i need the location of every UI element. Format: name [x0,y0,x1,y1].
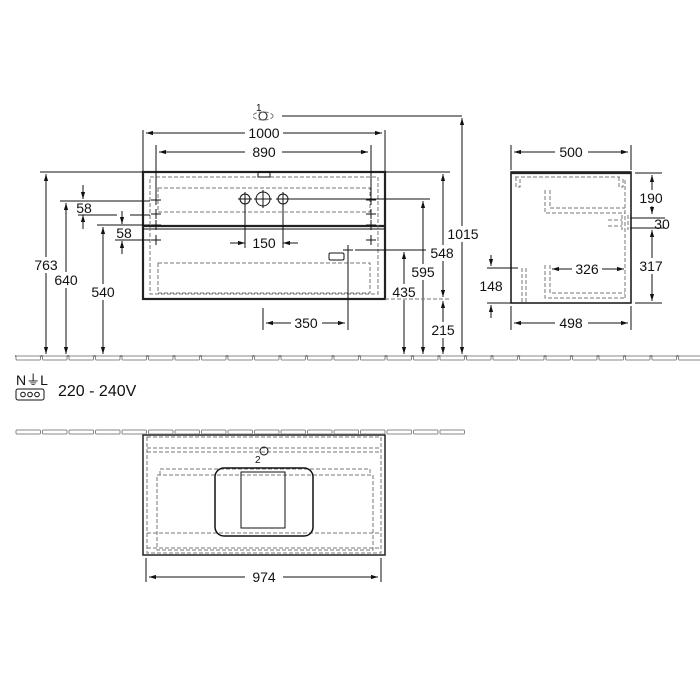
fixing-point-icons [151,195,376,255]
dim-side-500: 500 [559,144,583,160]
front-view: 1 1000 890 150 350 763 [30,103,481,354]
dim-overall-width: 1000 [248,125,279,141]
floor-tiles [15,355,700,435]
dim-side-30: 30 [654,216,670,232]
dim-height-763: 763 [34,257,58,273]
tap-hole-icons [238,190,290,208]
earth-symbol-icon: N⏚L [16,372,48,388]
dim-top-974: 974 [252,569,276,585]
dim-inner-width: 890 [252,144,276,160]
dim-tap-spacing: 150 [252,235,276,251]
dim-side-326: 326 [575,261,599,277]
dim-height-215: 215 [431,322,455,338]
dim-side-190: 190 [639,190,663,206]
voltage-label: 220 - 240V [58,383,137,400]
socket-legend-icon [15,388,45,401]
top-view: 2 974 [142,434,386,585]
callout-1: 1 [256,103,262,114]
dim-height-1015: 1015 [447,226,478,242]
dim-height-540: 540 [91,284,115,300]
dim-spacing-58-lower: 58 [116,225,132,241]
dim-side-498: 498 [559,315,583,331]
dim-socket-offset: 350 [294,315,318,331]
dim-height-435: 435 [392,284,416,300]
dim-height-548: 548 [430,245,454,261]
dim-height-595: 595 [411,264,435,280]
dim-side-317: 317 [639,258,663,274]
dim-spacing-58-top: 58 [76,200,92,216]
electrical-info: N⏚L 220 - 240V [15,372,137,401]
dim-height-640: 640 [54,272,78,288]
basin-outline [214,467,314,537]
socket-icon [328,252,345,261]
side-view: 500 498 326 190 30 317 148 [479,144,670,331]
dim-side-148: 148 [479,278,503,294]
basin-recess [240,471,286,529]
callout-2: 2 [255,455,261,466]
